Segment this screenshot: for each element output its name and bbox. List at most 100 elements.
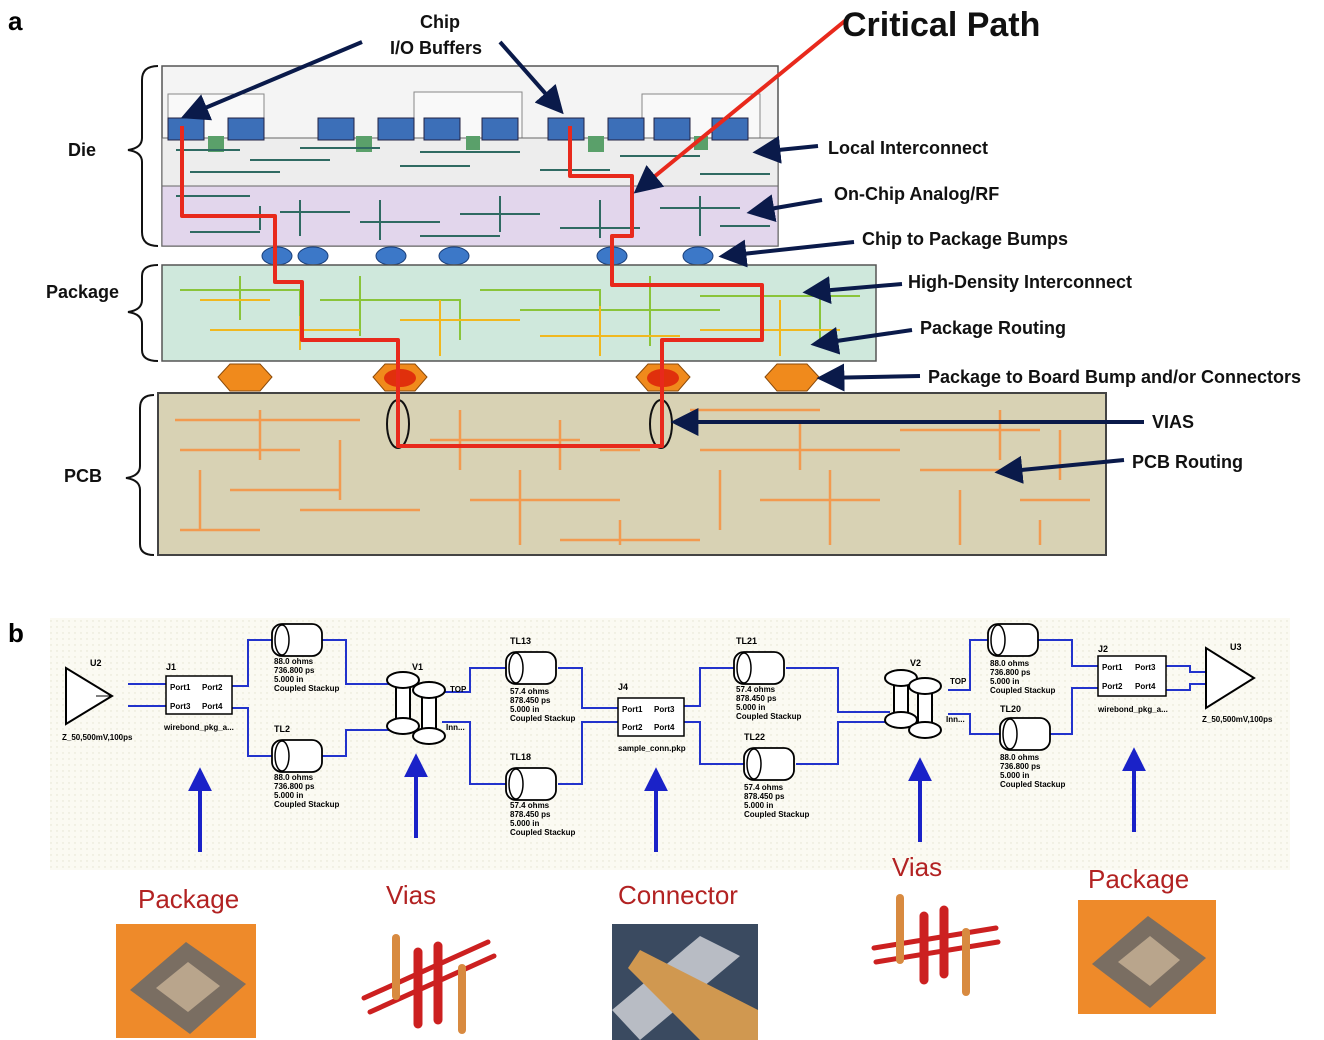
tl20-name: TL20: [1000, 704, 1021, 714]
j2-port2: Port2: [1102, 682, 1123, 691]
vias-thumbnail-2: [874, 898, 998, 992]
die-label: Die: [68, 140, 96, 160]
tl18-name: TL18: [510, 752, 531, 762]
chip-label: Chip: [420, 12, 460, 32]
j1-name: J1: [166, 662, 176, 672]
caption-connector: Connector: [618, 880, 738, 910]
die-layer: [162, 66, 778, 265]
tl21-spec-line: Coupled Stackup: [736, 712, 801, 721]
u2-name: U2: [90, 658, 102, 668]
tl13-name: TL13: [510, 636, 531, 646]
panel-b-letter: b: [8, 618, 24, 648]
j1-port1: Port1: [170, 683, 191, 692]
callout-vias: VIAS: [1152, 412, 1194, 432]
j2-sub: wirebond_pkg_a...: [1097, 705, 1168, 714]
j1-port2: Port2: [202, 683, 223, 692]
tl-a-spec-line: Coupled Stackup: [274, 684, 339, 693]
j4-port1: Port1: [622, 705, 643, 714]
tl21-spec-line: 878.450 ps: [736, 694, 777, 703]
critical-path-title: Critical Path: [842, 6, 1040, 44]
j2-name: J2: [1098, 644, 1108, 654]
callout-package-routing: Package Routing: [920, 318, 1066, 338]
tl20-spec-line: 88.0 ohms: [1000, 753, 1040, 762]
tl22-spec-line: 5.000 in: [744, 801, 773, 810]
package-thumbnail-1: [116, 924, 256, 1038]
tl2-spec-line: 736.800 ps: [274, 782, 315, 791]
panel-a: a: [8, 6, 1301, 555]
tl18-spec-line: 878.450 ps: [510, 810, 551, 819]
tl2-spec-line: Coupled Stackup: [274, 800, 339, 809]
layer-brackets: [126, 66, 158, 555]
j1-sub: wirebond_pkg_a...: [163, 723, 234, 732]
tl22-spec-line: Coupled Stackup: [744, 810, 809, 819]
tl13-spec-line: 5.000 in: [510, 705, 539, 714]
tl20-spec-line: 736.800 ps: [1000, 762, 1041, 771]
tl-b-spec-line: Coupled Stackup: [990, 686, 1055, 695]
pcb-layer: [158, 393, 1106, 555]
tl21-spec-line: 5.000 in: [736, 703, 765, 712]
j1-port4: Port4: [202, 702, 223, 711]
v2-top: TOP: [950, 677, 967, 686]
callout-local-interconnect: Local Interconnect: [828, 138, 988, 158]
tl13-spec-line: 878.450 ps: [510, 696, 551, 705]
tl20-spec-line: 5.000 in: [1000, 771, 1029, 780]
io-buffers: [168, 118, 748, 140]
tl18-spec-line: Coupled Stackup: [510, 828, 575, 837]
tl22-spec-line: 878.450 ps: [744, 792, 785, 801]
board-bumps: [218, 364, 819, 391]
package-thumbnail-2: [1078, 900, 1216, 1014]
callout-pcb-routing: PCB Routing: [1132, 452, 1243, 472]
u2-spec: Z_50,500mV,100ps: [62, 733, 133, 742]
tl13-spec-line: Coupled Stackup: [510, 714, 575, 723]
callout-package-to-board: Package to Board Bump and/or Connectors: [928, 367, 1301, 387]
caption-package-1: Package: [138, 884, 239, 914]
tl-b-spec-line: 736.800 ps: [990, 668, 1031, 677]
tl-a-spec-line: 736.800 ps: [274, 666, 315, 675]
tl20-spec-line: Coupled Stackup: [1000, 780, 1065, 789]
v2-inn: Inn...: [946, 715, 965, 724]
caption-vias-1: Vias: [386, 880, 436, 910]
panel-b: b U2 Z_50,500mV,100ps J1 Port1: [8, 618, 1290, 1040]
tl2-spec-line: 88.0 ohms: [274, 773, 314, 782]
tl22-name: TL22: [744, 732, 765, 742]
caption-vias-2: Vias: [892, 852, 942, 882]
tl18-spec-line: 5.000 in: [510, 819, 539, 828]
tl-a-spec-line: 88.0 ohms: [274, 657, 314, 666]
callout-high-density: High-Density Interconnect: [908, 272, 1132, 292]
j4-port3: Port3: [654, 705, 675, 714]
tl21-spec-line: 57.4 ohms: [736, 685, 776, 694]
tl21-name: TL21: [736, 636, 757, 646]
tl-b-spec-line: 88.0 ohms: [990, 659, 1030, 668]
j4-port4: Port4: [654, 723, 675, 732]
u3-spec: Z_50,500mV,100ps: [1202, 715, 1273, 724]
tl22-spec-line: 57.4 ohms: [744, 783, 784, 792]
pcb-label: PCB: [64, 466, 102, 486]
j1-port3: Port3: [170, 702, 191, 711]
package-layer: [162, 265, 876, 391]
vias-thumbnail-1: [364, 938, 494, 1030]
panel-a-letter: a: [8, 6, 23, 36]
v1-inn: Inn...: [446, 723, 465, 732]
callout-on-chip-analog: On-Chip Analog/RF: [834, 184, 999, 204]
tl13-spec-line: 57.4 ohms: [510, 687, 550, 696]
connector-thumbnail: [612, 924, 758, 1040]
v1-top: TOP: [450, 685, 467, 694]
j4-sub: sample_conn.pkp: [618, 744, 686, 753]
v1-name: V1: [412, 662, 423, 672]
tl18-spec-line: 57.4 ohms: [510, 801, 550, 810]
package-label: Package: [46, 282, 119, 302]
callout-chip-to-package: Chip to Package Bumps: [862, 229, 1068, 249]
tl-a-spec-line: 5.000 in: [274, 675, 303, 684]
tl-b-spec-line: 5.000 in: [990, 677, 1019, 686]
io-buffers-label: I/O Buffers: [390, 38, 482, 58]
chip-package-bumps: [262, 247, 713, 265]
j2-port4: Port4: [1135, 682, 1156, 691]
j4-name: J4: [618, 682, 628, 692]
tl2-spec-line: 5.000 in: [274, 791, 303, 800]
caption-package-2: Package: [1088, 864, 1189, 894]
j2-port3: Port3: [1135, 663, 1156, 672]
tl2-name: TL2: [274, 724, 290, 734]
v2-name: V2: [910, 658, 921, 668]
j4-port2: Port2: [622, 723, 643, 732]
